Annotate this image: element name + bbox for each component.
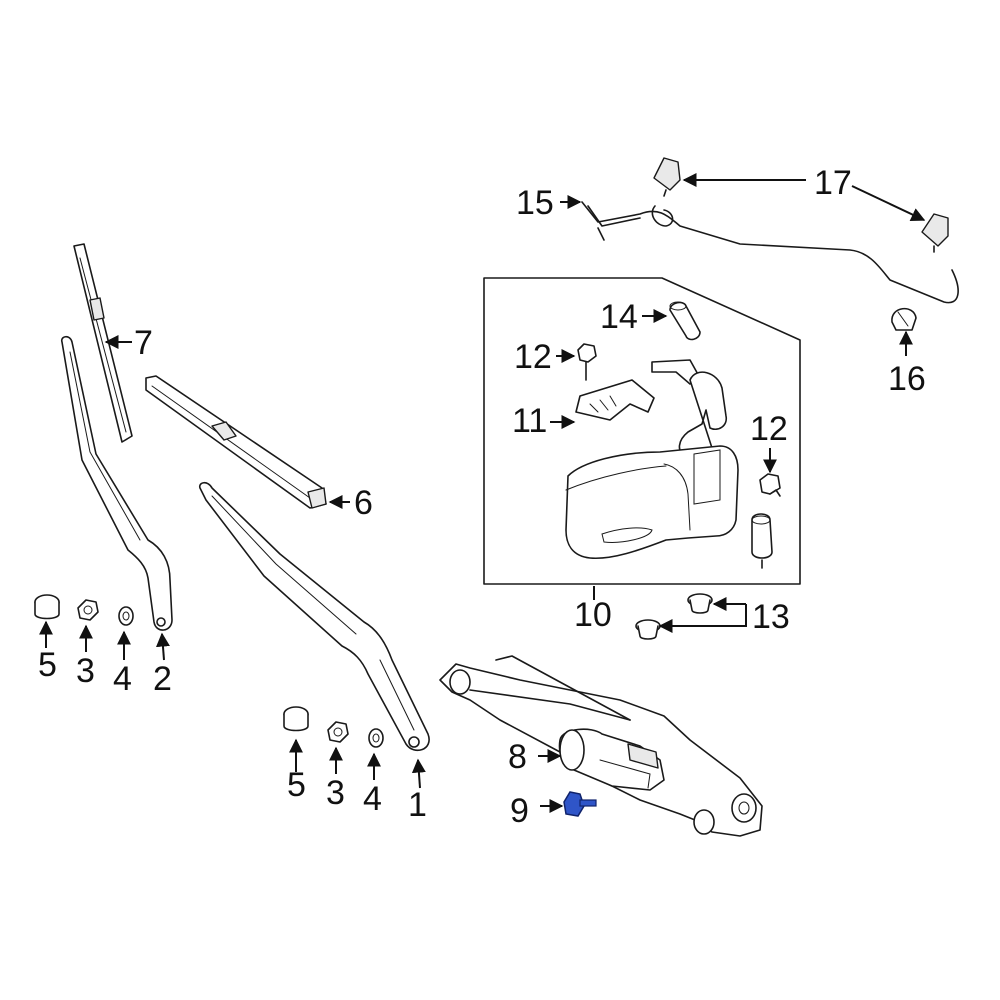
- washer-hose[interactable]: [581, 201, 959, 304]
- reservoir-cap[interactable]: [669, 301, 701, 341]
- callout-17: 17: [814, 164, 852, 202]
- nut-left[interactable]: [77, 599, 99, 621]
- callout-15: 15: [516, 184, 554, 222]
- cap-left[interactable]: [34, 594, 60, 620]
- cap-middle[interactable]: [283, 706, 309, 732]
- callout-11: 11: [512, 402, 547, 440]
- callout-5-middle: 5: [287, 766, 306, 804]
- washer-left[interactable]: [118, 606, 134, 626]
- grommet-lower[interactable]: [635, 619, 661, 640]
- washer-reservoir[interactable]: [565, 359, 739, 560]
- callout-3-middle: 3: [326, 774, 345, 812]
- callout-4-left: 4: [113, 660, 132, 698]
- callout-10: 10: [574, 596, 612, 634]
- bolt-lower[interactable]: [759, 473, 781, 497]
- callout-4-middle: 4: [363, 780, 382, 818]
- wiper-arm-left[interactable]: [60, 335, 173, 631]
- wiper-blade-left[interactable]: [73, 243, 133, 443]
- washer-nozzle-right[interactable]: [921, 213, 949, 253]
- callout-8: 8: [508, 738, 527, 776]
- reservoir-bracket[interactable]: [575, 379, 655, 421]
- callout-12-lower: 12: [750, 410, 788, 448]
- wiper-arm-right[interactable]: [198, 481, 430, 752]
- reservoir-group-frame: [483, 277, 801, 585]
- callout-13: 13: [752, 598, 790, 636]
- callout-9: 9: [510, 792, 529, 830]
- callout-2: 2: [153, 660, 172, 698]
- hose-clip[interactable]: [891, 307, 917, 331]
- bolt-upper[interactable]: [577, 343, 597, 381]
- washer-nozzle-left[interactable]: [653, 157, 681, 197]
- callout-1: 1: [408, 786, 427, 824]
- callout-12-upper: 12: [514, 338, 552, 376]
- callout-16: 16: [888, 360, 926, 398]
- callout-7: 7: [134, 324, 153, 362]
- nut-middle[interactable]: [327, 721, 349, 743]
- leader-lines: [39, 173, 926, 813]
- grommet-upper[interactable]: [687, 593, 713, 614]
- washer-middle[interactable]: [368, 728, 384, 748]
- callout-6: 6: [354, 484, 373, 522]
- wiper-blade-right[interactable]: [145, 375, 327, 509]
- washer-pump[interactable]: [751, 513, 773, 569]
- callout-14: 14: [600, 298, 638, 336]
- motor-mount-bolt[interactable]: [563, 791, 597, 817]
- callout-3-left: 3: [76, 652, 95, 690]
- callout-5-left: 5: [38, 646, 57, 684]
